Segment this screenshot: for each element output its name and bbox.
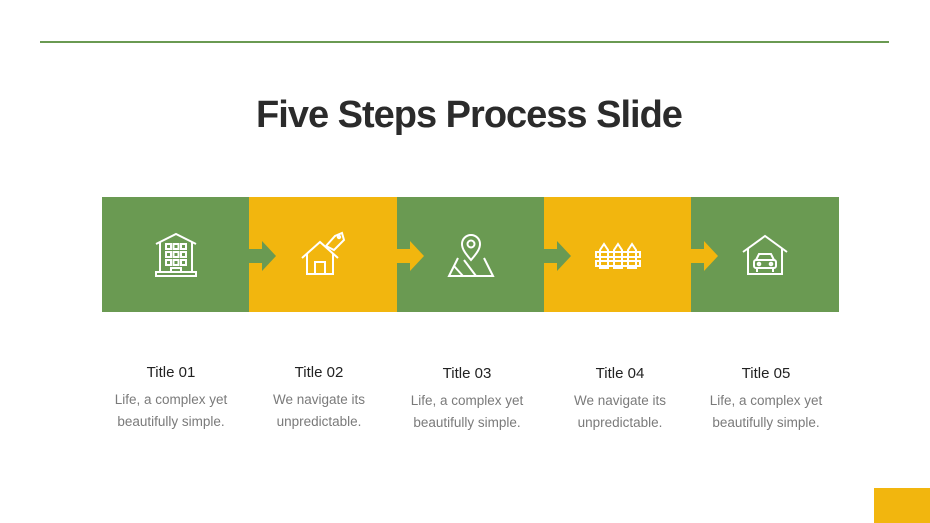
arrow-right-icon	[544, 241, 571, 271]
arrow-right-icon	[397, 241, 424, 271]
top-divider-line	[40, 41, 889, 43]
step-description-line: beautifully simple.	[117, 414, 225, 429]
step-1-caption: Title 01 Life, a complex yet beautifully…	[96, 363, 246, 433]
step-description: We navigate its unpredictable.	[244, 389, 394, 433]
step-description: Life, a complex yet beautifully simple.	[96, 389, 246, 433]
step-description-line: Life, a complex yet	[709, 393, 823, 408]
step-title: Title 03	[442, 365, 492, 382]
corner-accent-block	[874, 488, 930, 523]
slide-title: Five Steps Process Slide	[256, 94, 683, 136]
step-title: Title 01	[146, 364, 196, 381]
step-title: Title 05	[741, 365, 791, 382]
arrow-right-icon	[249, 241, 276, 271]
step-description-line: unpredictable.	[577, 415, 663, 430]
step-5-caption: Title 05 Life, a complex yet beautifully…	[691, 364, 841, 434]
step-3-block	[397, 197, 545, 312]
step-description-line: We navigate its	[272, 392, 366, 407]
step-description: We navigate its unpredictable.	[545, 390, 695, 434]
step-description-line: Life, a complex yet	[114, 392, 228, 407]
step-description-line: beautifully simple.	[413, 415, 521, 430]
step-title: Title 02	[294, 364, 344, 381]
map-pin-icon	[447, 233, 495, 277]
step-4-caption: Title 04 We navigate its unpredictable.	[545, 364, 695, 434]
fence-icon	[595, 241, 641, 269]
step-title: Title 04	[595, 365, 645, 382]
step-description-line: beautifully simple.	[712, 415, 820, 430]
step-description-line: Life, a complex yet	[410, 393, 524, 408]
process-strip	[102, 197, 839, 312]
step-description-line: We navigate its	[573, 393, 667, 408]
step-description: Life, a complex yet beautifully simple.	[691, 390, 841, 434]
house-price-tag-icon	[301, 231, 346, 275]
apartment-building-icon	[155, 232, 197, 277]
step-2-caption: Title 02 We navigate its unpredictable.	[244, 363, 394, 433]
garage-car-icon	[742, 234, 788, 275]
step-description: Life, a complex yet beautifully simple.	[392, 390, 542, 434]
step-1-block	[102, 197, 250, 312]
step-3-caption: Title 03 Life, a complex yet beautifully…	[392, 364, 542, 434]
step-description-line: unpredictable.	[276, 414, 362, 429]
arrow-right-icon	[691, 241, 718, 271]
